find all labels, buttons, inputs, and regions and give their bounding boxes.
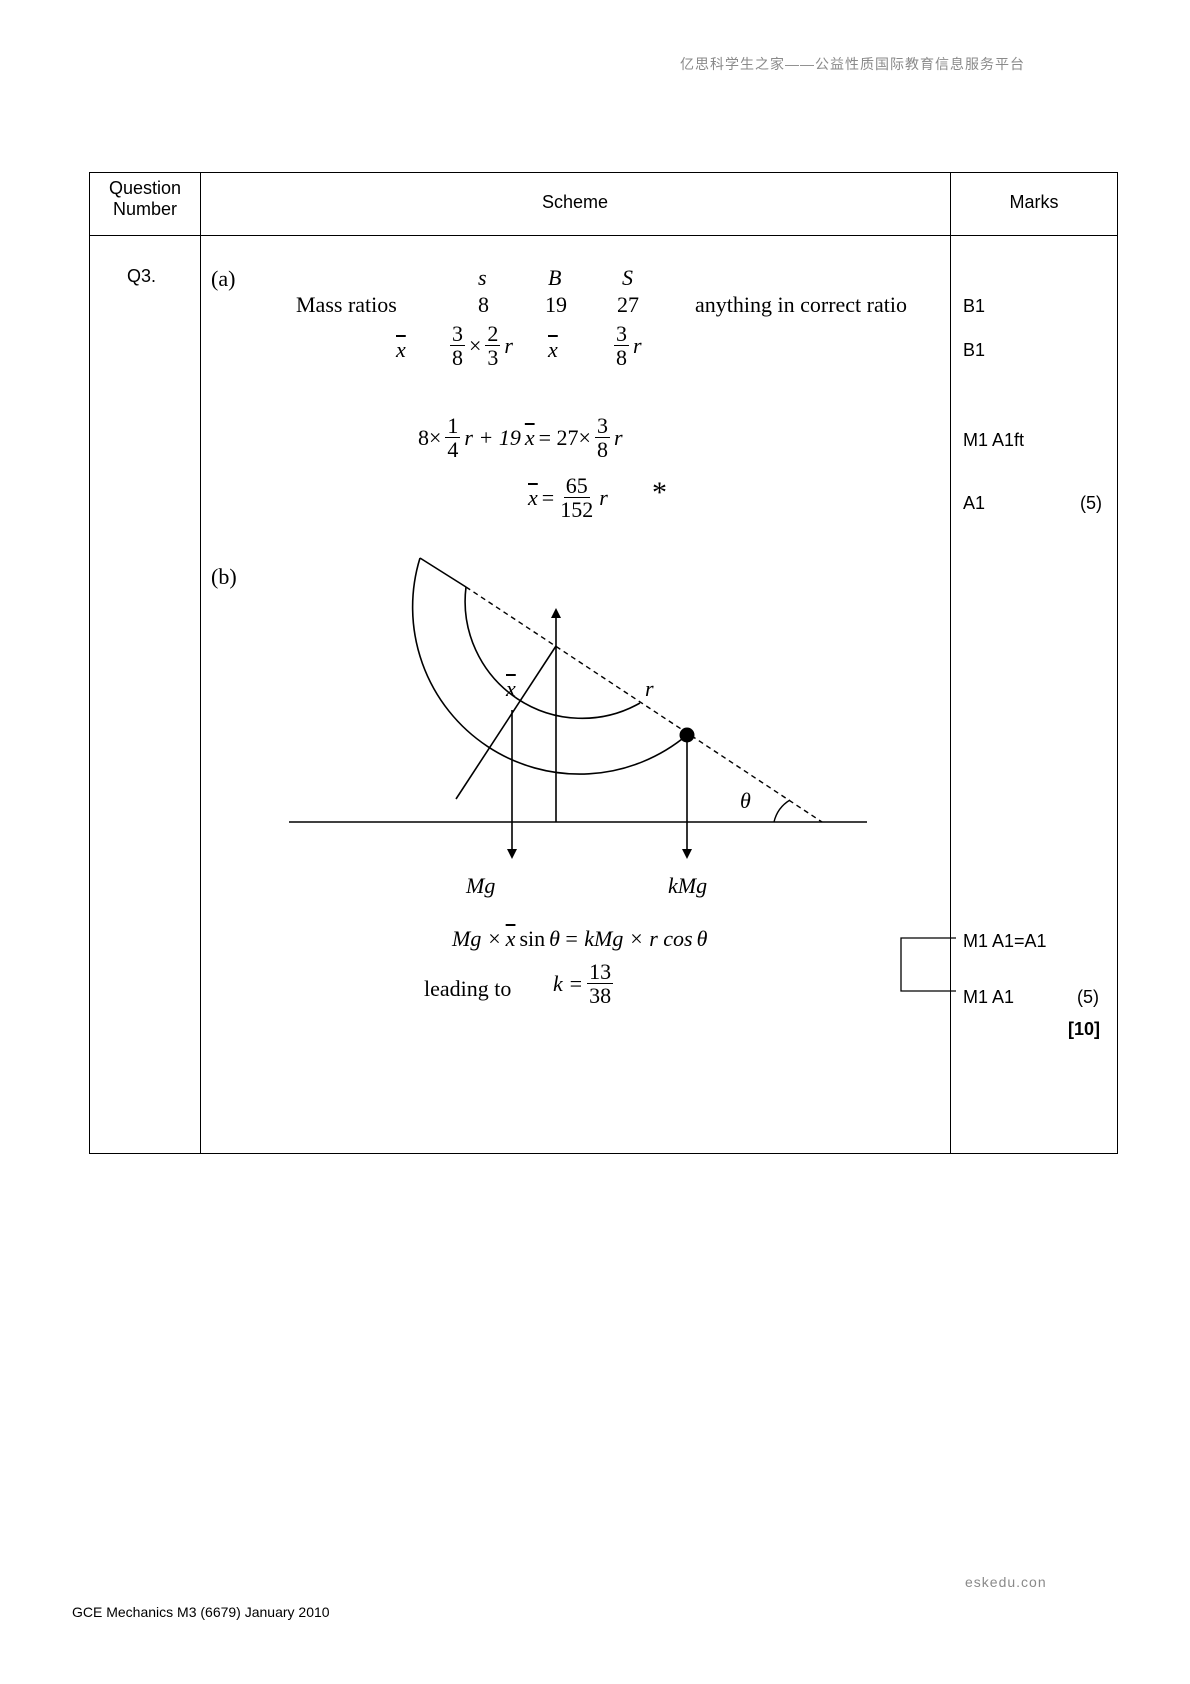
frac-den: 38 [589, 983, 612, 1009]
mass-ratio-S: 27 [617, 292, 639, 317]
moment-xbar: x [505, 926, 516, 951]
col-head-s: s [478, 265, 487, 290]
ratio-note: anything in correct ratio [695, 292, 907, 317]
xbar-B: x [548, 337, 558, 362]
outer-arc [411, 557, 688, 775]
part-a-total: (5) [1080, 493, 1102, 513]
eq2-equals: = [541, 484, 555, 510]
frac-num: 3 [450, 321, 465, 347]
header-scheme: Scheme [541, 192, 609, 212]
rim-dashed-line [465, 586, 823, 823]
frac-den: 8 [452, 345, 463, 371]
frac-den: 4 [447, 437, 459, 463]
diagram-theta-label: θ [740, 788, 751, 813]
var-r: r [504, 332, 513, 358]
frac-den: 152 [560, 497, 594, 523]
diagram-kMg-label: kMg [668, 873, 708, 898]
frac-den: 8 [596, 437, 608, 463]
col-head-B: B [548, 265, 562, 290]
moment-sin: sin [519, 926, 546, 951]
mass-ratios-label: Mass ratios [296, 292, 397, 317]
frac-num: 3 [594, 413, 610, 439]
xbar-row-label: x [396, 337, 406, 362]
part-a-label: (a) [211, 266, 236, 291]
eq1-lead: 8× [418, 424, 442, 450]
k-lhs: k = [553, 970, 584, 996]
mark-a3: M1 A1ft [963, 430, 1025, 450]
eq1-mid: r + 19 [464, 424, 521, 450]
given-answer-star: * [652, 476, 667, 509]
mark-b2: M1 A1 [963, 987, 1015, 1007]
frac-num: 1 [445, 413, 461, 439]
frac-num: 2 [485, 321, 501, 347]
header-question-number: Question Number [108, 178, 182, 219]
frac-num: 65 [563, 473, 590, 499]
column-divider-right [950, 172, 951, 1154]
watermark-bottom: eskedu.con [965, 1574, 1047, 1590]
moment-equation-b: Mg × x sin θ = kMg × r cos θ [452, 926, 707, 952]
eq2-xbar: x [528, 484, 538, 510]
eq1-mid2: = 27× [538, 424, 591, 450]
mark-b1: M1 A1=A1 [963, 931, 1047, 951]
header-divider [89, 235, 1118, 236]
moment-theta2: θ [696, 926, 708, 951]
frac-num: 13 [587, 959, 614, 985]
mass-ratio-s: 8 [478, 292, 489, 317]
eq2-var: r [599, 484, 608, 510]
moment-part-a: Mg × [452, 926, 502, 951]
mark-a2: B1 [963, 340, 986, 360]
frac-num: 3 [614, 321, 629, 347]
radius-line [455, 645, 557, 800]
eq1-tail: r [613, 424, 623, 450]
part-b-total: (5) [1077, 987, 1099, 1007]
part-b-label: (b) [211, 564, 237, 589]
leading-to-text: leading to [424, 976, 512, 1001]
mark-a1: B1 [963, 296, 986, 316]
diagram-Mg-label: Mg [466, 873, 496, 898]
header-marks: Marks [1009, 192, 1059, 212]
angle-arc [773, 799, 791, 823]
question-number: Q3. [127, 266, 157, 286]
moment-theta1: θ [549, 926, 560, 951]
footer: GCE Mechanics M3 (6679) January 2010 [72, 1604, 330, 1620]
particle-dot [679, 727, 695, 743]
rim-edge [419, 557, 467, 588]
frac-den: 8 [616, 345, 627, 371]
grand-total: [10] [1068, 1019, 1101, 1039]
mass-ratio-B: 19 [545, 292, 567, 317]
diagram-r-label: r [645, 676, 654, 701]
var-r: r [633, 332, 642, 358]
col-head-S: S [622, 265, 633, 290]
frac-den: 3 [487, 345, 499, 371]
diagram-xbar-label: x [506, 676, 516, 701]
watermark-top: 亿思科学生之家——公益性质国际教育信息服务平台 [680, 56, 1025, 72]
mark-a4: A1 [963, 493, 986, 513]
moment-part-c: = kMg × r cos [563, 926, 693, 951]
marks-bracket [900, 937, 956, 992]
times-sign: × [469, 332, 482, 358]
mark-scheme-table [89, 172, 1118, 1154]
eq1-xbar: x [524, 424, 535, 450]
inner-arc [464, 586, 641, 720]
column-divider-left [200, 172, 201, 1154]
